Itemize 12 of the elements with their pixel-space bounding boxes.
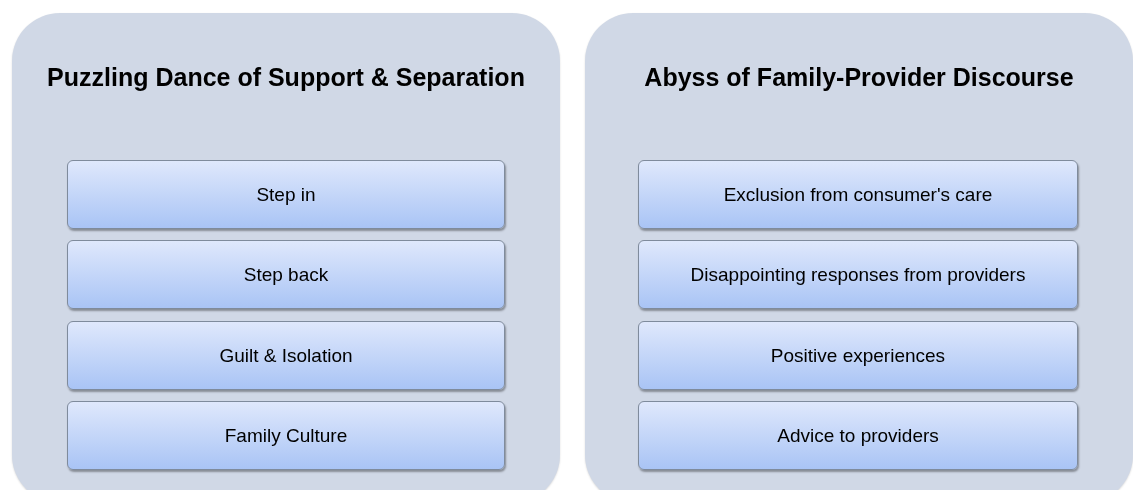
group-panel xyxy=(12,13,560,490)
theme-box: Guilt & Isolation xyxy=(67,321,505,390)
theme-box: Advice to providers xyxy=(638,401,1078,470)
theme-box: Family Culture xyxy=(67,401,505,470)
panel-title: Abyss of Family-Provider Discourse xyxy=(643,63,1075,91)
theme-box: Positive experiences xyxy=(638,321,1078,390)
theme-box: Step in xyxy=(67,160,505,229)
theme-box: Exclusion from consumer's care xyxy=(638,160,1078,229)
group-panel xyxy=(585,13,1133,490)
panel-title: Puzzling Dance of Support & Separation xyxy=(46,63,526,91)
theme-box: Step back xyxy=(67,240,505,309)
theme-box: Disappointing responses from providers xyxy=(638,240,1078,309)
